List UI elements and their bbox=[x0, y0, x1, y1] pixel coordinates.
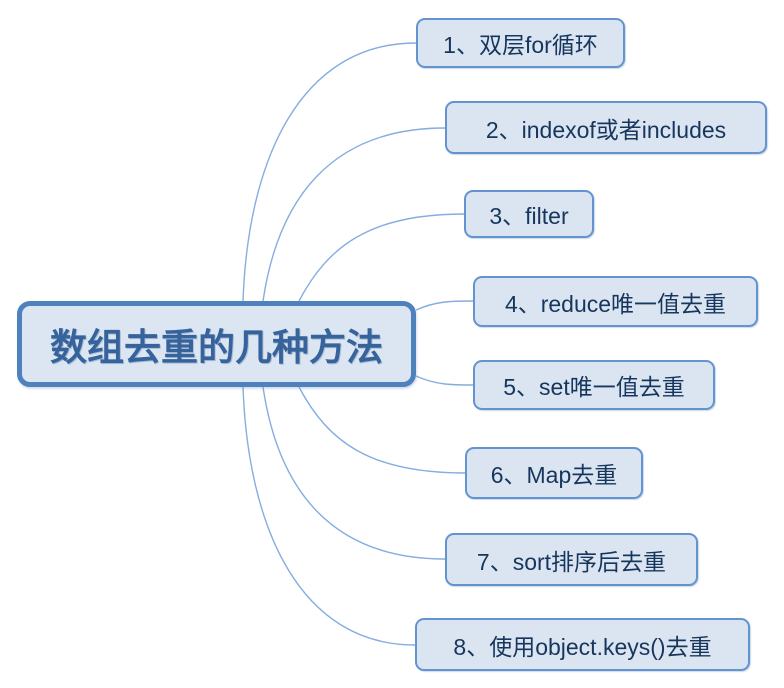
branch-node-label: 3、filter bbox=[489, 203, 569, 229]
branch-node-label: 1、双层for循环 bbox=[443, 32, 598, 58]
branch-node-1[interactable]: 1、双层for循环 bbox=[416, 18, 625, 68]
branch-node-label: 6、Map去重 bbox=[490, 462, 618, 488]
branch-node-label: 8、使用object.keys()去重 bbox=[453, 633, 712, 660]
connector-line-6 bbox=[298, 386, 466, 474]
branch-node-label: 7、sort排序后去重 bbox=[476, 548, 667, 575]
branch-node-label: 4、reduce唯一值去重 bbox=[504, 290, 727, 317]
branch-node-6[interactable]: 6、Map去重 bbox=[465, 447, 643, 499]
connector-line-2 bbox=[262, 127, 446, 302]
branch-node-3[interactable]: 3、filter bbox=[464, 190, 594, 238]
branch-node-2[interactable]: 2、indexof或者includes bbox=[445, 101, 767, 154]
connector-line-7 bbox=[262, 386, 446, 560]
branch-node-label: 2、indexof或者includes bbox=[485, 116, 727, 143]
connector-line-1 bbox=[242, 42, 417, 302]
branch-node-label: 5、set唯一值去重 bbox=[503, 374, 685, 400]
connector-line-3 bbox=[298, 213, 465, 302]
root-node[interactable]: 数组去重的几种方法 bbox=[17, 301, 416, 387]
branch-node-8[interactable]: 8、使用object.keys()去重 bbox=[415, 618, 750, 671]
connector-line-8 bbox=[242, 386, 416, 646]
connector-line-5 bbox=[415, 375, 474, 386]
branch-node-4[interactable]: 4、reduce唯一值去重 bbox=[473, 276, 758, 327]
branch-node-5[interactable]: 5、set唯一值去重 bbox=[473, 360, 715, 410]
connector-line-4 bbox=[415, 300, 474, 311]
branch-node-7[interactable]: 7、sort排序后去重 bbox=[445, 533, 698, 586]
root-node-label: 数组去重的几种方法 bbox=[50, 327, 383, 368]
